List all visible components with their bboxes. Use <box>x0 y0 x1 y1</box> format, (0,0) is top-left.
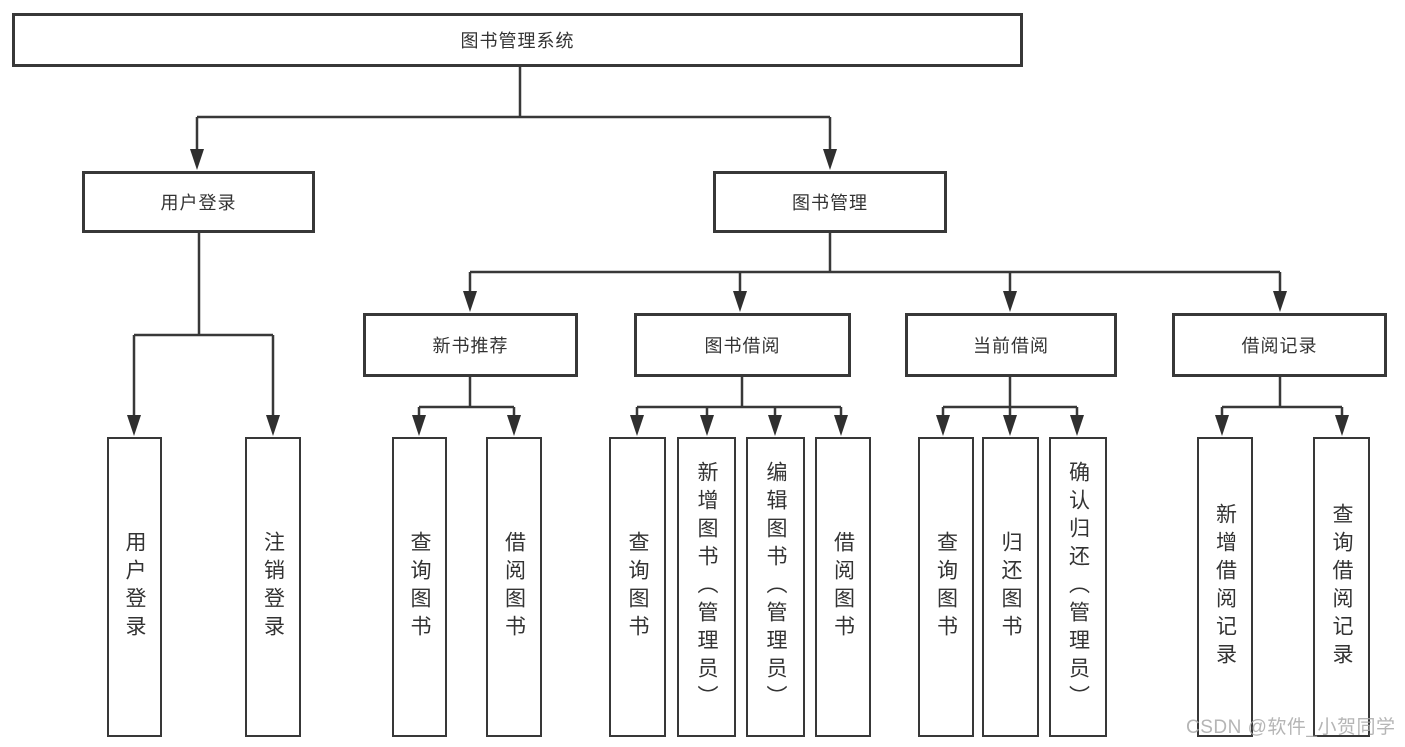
node-user-login-branch: 用户登录 <box>82 171 315 233</box>
leaf-query-books-borrow: 查询图书 <box>609 437 666 737</box>
node-current-borrow: 当前借阅 <box>905 313 1117 377</box>
node-root-title: 图书管理系统 <box>12 13 1023 67</box>
arrowhead-icon <box>630 415 644 436</box>
arrowhead-icon <box>1335 415 1349 436</box>
leaf-confirm-return-admin: 确认归还（管理员） <box>1049 437 1107 737</box>
leaf-query-books-recommend: 查询图书 <box>392 437 447 737</box>
node-book-management-branch: 图书管理 <box>713 171 947 233</box>
arrowhead-icon <box>768 415 782 436</box>
node-book-borrow: 图书借阅 <box>634 313 851 377</box>
arrowhead-icon <box>463 291 477 312</box>
node-new-book-recommend: 新书推荐 <box>363 313 578 377</box>
leaf-query-books-current: 查询图书 <box>918 437 974 737</box>
leaf-user-login: 用户登录 <box>107 437 162 737</box>
leaf-add-books-admin: 新增图书（管理员） <box>677 437 736 737</box>
leaf-query-borrow-record: 查询借阅记录 <box>1313 437 1370 737</box>
arrowhead-icon <box>1003 291 1017 312</box>
csdn-watermark: CSDN @软件_小贺同学 <box>1186 717 1396 738</box>
arrowhead-icon <box>412 415 426 436</box>
node-borrow-record: 借阅记录 <box>1172 313 1387 377</box>
arrowhead-icon <box>834 415 848 436</box>
arrowhead-icon <box>1215 415 1229 436</box>
arrowhead-icon <box>190 149 204 170</box>
arrowhead-icon <box>1273 291 1287 312</box>
arrowhead-icon <box>936 415 950 436</box>
arrowhead-icon <box>507 415 521 436</box>
leaf-logout: 注销登录 <box>245 437 301 737</box>
arrowheads <box>127 149 1349 436</box>
arrowhead-icon <box>733 291 747 312</box>
leaf-add-borrow-record: 新增借阅记录 <box>1197 437 1253 737</box>
leaf-return-books: 归还图书 <box>982 437 1039 737</box>
arrowhead-icon <box>1003 415 1017 436</box>
leaf-borrow-books-recommend: 借阅图书 <box>486 437 542 737</box>
arrowhead-icon <box>266 415 280 436</box>
arrowhead-icon <box>127 415 141 436</box>
arrowhead-icon <box>1070 415 1084 436</box>
arrowhead-icon <box>823 149 837 170</box>
leaf-borrow-books: 借阅图书 <box>815 437 871 737</box>
arrowhead-icon <box>700 415 714 436</box>
leaf-edit-books-admin: 编辑图书（管理员） <box>746 437 805 737</box>
connector-lines <box>132 67 1344 419</box>
